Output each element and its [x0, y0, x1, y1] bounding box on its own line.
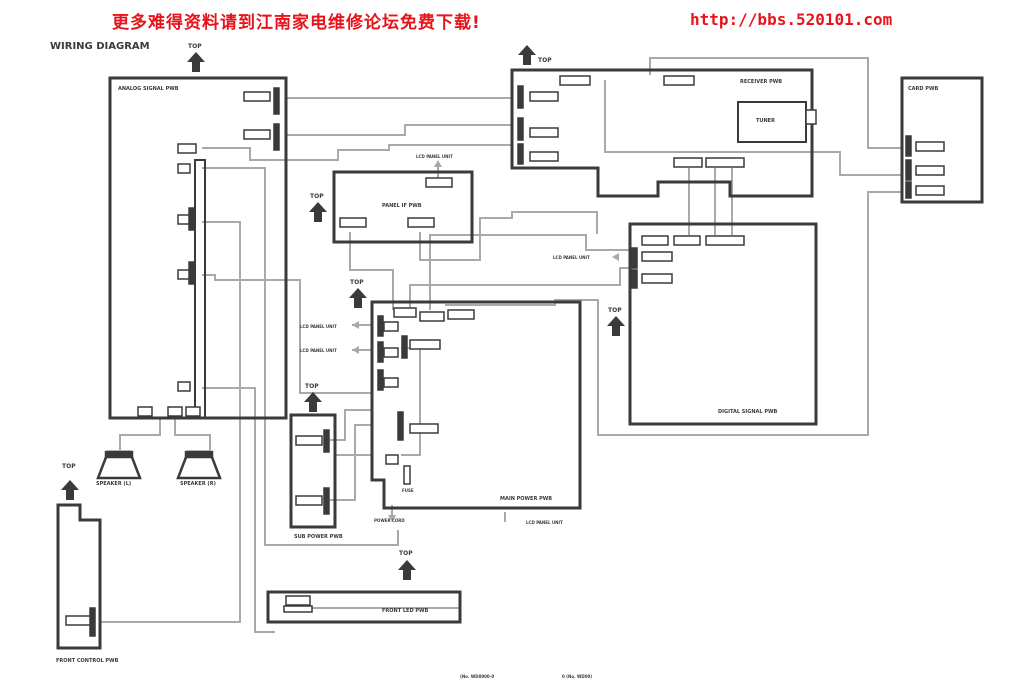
banner: 更多难得资料请到江南家电维修论坛免费下载! http://bbs.520101.… — [0, 8, 1024, 36]
board-labels: ANALOG SIGNAL PWB RECEIVER PWB CARD PWB … — [56, 79, 938, 664]
label-tuner: TUNER — [756, 118, 775, 124]
label-receiver: RECEIVER PWB — [740, 79, 782, 85]
top-label-receiver: TOP — [538, 57, 552, 64]
speaker-right-icon — [176, 450, 222, 480]
label-analog-signal: ANALOG SIGNAL PWB — [118, 86, 179, 92]
note-lcd-panel-4: LCD PANEL UNIT — [300, 348, 337, 353]
label-front-led: FRONT LED PWB — [382, 608, 429, 614]
note-lcd-panel-5: LCD PANEL UNIT — [526, 520, 563, 525]
footer-left: (No. WD0000-0 — [460, 674, 494, 679]
top-label-sub: TOP — [305, 383, 319, 390]
label-digital-signal: DIGITAL SIGNAL PWB — [718, 409, 778, 415]
note-fuse: FUSE — [402, 488, 414, 493]
label-speaker-right: SPEAKER (R) — [180, 481, 216, 487]
label-card: CARD PWB — [908, 86, 938, 92]
top-label-power: TOP — [350, 279, 364, 286]
label-sub-power: SUB POWER PWB — [294, 534, 343, 540]
connectors — [65, 75, 945, 637]
wires — [100, 57, 902, 633]
footer-right: 0 (No. WD00) — [562, 674, 592, 679]
banner-url-link[interactable]: http://bbs.520101.com — [690, 10, 893, 29]
top-label-front-control: TOP — [62, 463, 76, 470]
wire-arrows — [352, 160, 619, 522]
label-panel: PANEL IF PWB — [382, 203, 422, 209]
label-speaker-left: SPEAKER (L) — [96, 481, 131, 487]
top-label-analog: TOP — [188, 43, 202, 50]
notes: LCD PANEL UNIT LCD PANEL UNIT LCD PANEL … — [300, 154, 592, 679]
note-lcd-panel-1: LCD PANEL UNIT — [416, 154, 453, 159]
speaker-left-icon — [96, 450, 142, 480]
note-lcd-panel-3: LCD PANEL UNIT — [300, 324, 337, 329]
top-markers: TOP TOP TOP TOP TOP TOP TOP TOP — [61, 43, 625, 580]
label-front-control: FRONT CONTROL PWB — [56, 658, 119, 664]
top-label-panel: TOP — [310, 193, 324, 200]
diagram-title: WIRING DIAGRAM — [50, 41, 150, 52]
note-power-cord: POWER CORD — [374, 518, 405, 523]
top-label-led: TOP — [399, 550, 413, 557]
note-lcd-panel-2: LCD PANEL UNIT — [553, 255, 590, 260]
banner-chinese-text: 更多难得资料请到江南家电维修论坛免费下载! — [112, 13, 481, 33]
top-label-digital: TOP — [608, 307, 622, 314]
label-main-power: MAIN POWER PWB — [500, 496, 552, 502]
